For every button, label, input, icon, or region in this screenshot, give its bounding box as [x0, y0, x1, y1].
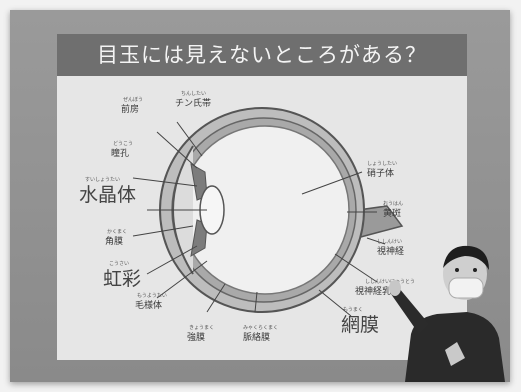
- myakuraku-ruby: みゃくらくまく: [243, 325, 279, 331]
- shishinkei-label: 視神経: [377, 247, 405, 257]
- presenter-arm: [391, 288, 429, 334]
- moyoutai-label: 毛様体: [135, 301, 163, 311]
- suishoutai-label: 水晶体: [79, 184, 137, 206]
- eye-diagram: [132, 107, 404, 317]
- kosai-ruby: こうさい: [109, 261, 130, 267]
- face-mask: [448, 277, 484, 299]
- chin-label: チン氏帯: [175, 99, 212, 109]
- moumaku-ruby: もうまく: [343, 307, 363, 313]
- projected-slide: 目玉には見えないところがある？: [57, 34, 467, 360]
- moyoutai-ruby: もうようたい: [137, 293, 167, 299]
- doukou-ruby: どうこう: [113, 141, 134, 147]
- kyoumaku-ruby: きょうまく: [189, 325, 215, 331]
- presenter-other-hand: [445, 342, 465, 366]
- nyuutou-label: 視神経乳頭: [355, 287, 401, 297]
- myakuraku-label: 脈絡膜: [243, 333, 271, 343]
- shoshitai-label: 硝子体: [367, 169, 395, 179]
- slide-body: ぜんぼう 前房 ちんしたい チン氏帯 どうこう 瞳孔 すいしょうたい 水晶体 か…: [57, 76, 467, 360]
- suishoutai-ruby: すいしょうたい: [85, 177, 121, 183]
- leader-lines: [132, 121, 386, 317]
- kyoumaku-label: 強膜: [187, 333, 206, 343]
- ouhan-label: 黄斑: [383, 209, 402, 219]
- slide-title: 目玉には見えないところがある？: [97, 43, 427, 67]
- kakumaku-label: 角膜: [105, 237, 124, 247]
- doukou-label: 瞳孔: [111, 149, 130, 159]
- ouhan-ruby: おうはん: [383, 201, 404, 207]
- shoshitai-ruby: しょうしたい: [367, 161, 398, 167]
- presenter: [389, 245, 505, 382]
- presenter-hand: [389, 280, 401, 296]
- presenter-eye-right: [473, 268, 477, 272]
- kakumaku-ruby: かくまく: [107, 229, 128, 235]
- slide-title-bar: [57, 34, 467, 76]
- shishinkei-ruby: ししんけい: [377, 239, 403, 245]
- chin-ruby: ちんしたい: [181, 91, 207, 97]
- zenbou-label: 前房: [121, 105, 140, 115]
- nyuutou-ruby: ししんけいにゅうとう: [365, 279, 416, 285]
- photo-frame: 目玉には見えないところがある？: [10, 10, 510, 382]
- zenbou-ruby: ぜんぼう: [123, 97, 144, 103]
- presenter-eye-left: [455, 268, 459, 272]
- presenter-hair: [443, 245, 489, 270]
- moumaku-label: 網膜: [341, 314, 380, 336]
- kosai-label: 虹彩: [103, 268, 142, 290]
